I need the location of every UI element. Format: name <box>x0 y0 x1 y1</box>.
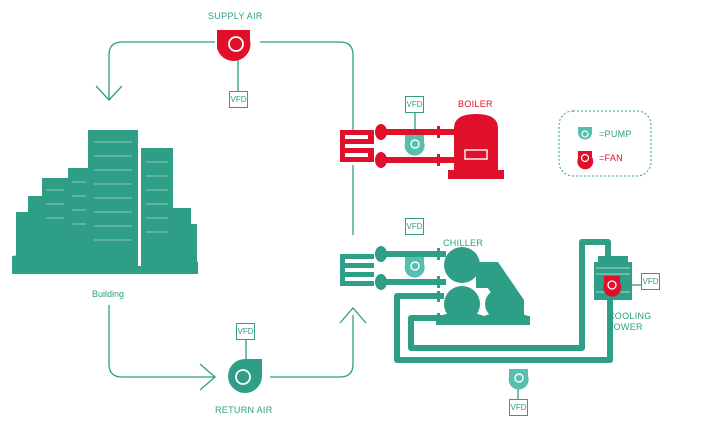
legend-box <box>558 110 652 177</box>
legend-fan-icon <box>577 151 594 170</box>
supply-fan-vfd-box: VFD <box>229 91 248 108</box>
legend-fan-label: =FAN <box>599 153 623 163</box>
supply-air-label: SUPPLY AIR <box>208 11 263 21</box>
hot-water-pipes <box>375 124 456 168</box>
chiller-pump-vfd-box: VFD <box>405 218 424 235</box>
chilled-water-pump-icon <box>404 257 425 278</box>
return-air-label: RETURN AIR <box>215 405 273 415</box>
chiller-label: CHILLER <box>443 238 484 248</box>
return-fan-vfd-box: VFD <box>236 323 255 340</box>
cooling-tower-label-line1: COOLING <box>608 311 652 321</box>
supply-fan-icon <box>217 30 251 61</box>
chilled-water-pipes <box>375 246 446 290</box>
cooling-tower-fan-icon <box>603 276 622 297</box>
boiler-pump-icon <box>404 135 425 156</box>
cooling-coil-icon <box>340 254 374 286</box>
building-label: Building <box>92 289 125 299</box>
condenser-pump-vfd-box: VFD <box>509 399 528 416</box>
building-icon <box>12 130 198 274</box>
cooling-tower-label-line2: TOWER <box>608 322 643 332</box>
condenser-pipe-fittings <box>437 291 440 324</box>
heating-coil-icon <box>340 130 374 162</box>
return-fan-icon <box>228 359 262 393</box>
boiler-pump-vfd-box: VFD <box>405 96 424 113</box>
condenser-pump-icon <box>508 369 529 390</box>
legend-pump-label: =PUMP <box>599 129 632 139</box>
boiler-label: BOILER <box>458 99 493 109</box>
building-windows <box>46 141 168 241</box>
boiler-icon <box>448 114 504 179</box>
chiller-icon <box>436 247 530 325</box>
legend-pump-icon <box>578 127 593 140</box>
condenser-water-loop <box>394 239 613 363</box>
cooling-tower-vfd-box: VFD <box>641 273 660 290</box>
